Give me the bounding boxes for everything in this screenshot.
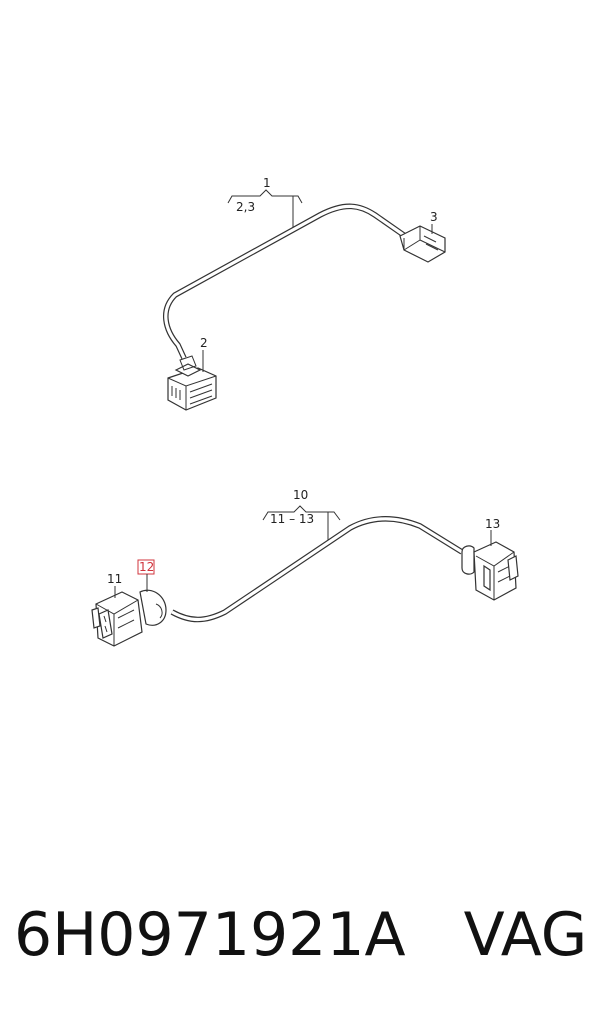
callout-10-sub: 11 – 13	[270, 512, 314, 526]
callout-10: 10	[293, 488, 308, 502]
cable-10	[170, 515, 464, 623]
callout-bracket-1: 1 2,3	[227, 176, 303, 232]
callout-12-box	[137, 559, 155, 575]
callout-13: 13	[485, 517, 500, 531]
wiring-harness-diagram: 1 2,3 3 2	[91, 176, 519, 647]
callout-2: 2	[200, 336, 208, 350]
cable-1	[163, 203, 410, 360]
callout-12-label: 12	[139, 560, 154, 574]
part-footer: 6H0971921A VAG	[14, 900, 594, 970]
brand-label: VAG	[463, 900, 588, 970]
callout-1: 1	[263, 176, 271, 190]
connector-2: 2	[167, 336, 217, 411]
connector-3: 3	[399, 210, 446, 263]
callout-12: 12	[137, 559, 155, 592]
connector-11: 11	[91, 572, 167, 647]
assembly-10: 10 11 – 13 11 12	[91, 488, 519, 647]
assembly-1: 1 2,3 3 2	[163, 176, 446, 411]
callout-1-sub: 2,3	[236, 200, 255, 214]
callout-11: 11	[107, 572, 122, 586]
callout-bracket-10: 10 11 – 13	[262, 488, 341, 544]
part-number: 6H0971921A	[14, 900, 406, 970]
callout-3: 3	[430, 210, 438, 224]
connector-13: 13	[461, 517, 519, 601]
